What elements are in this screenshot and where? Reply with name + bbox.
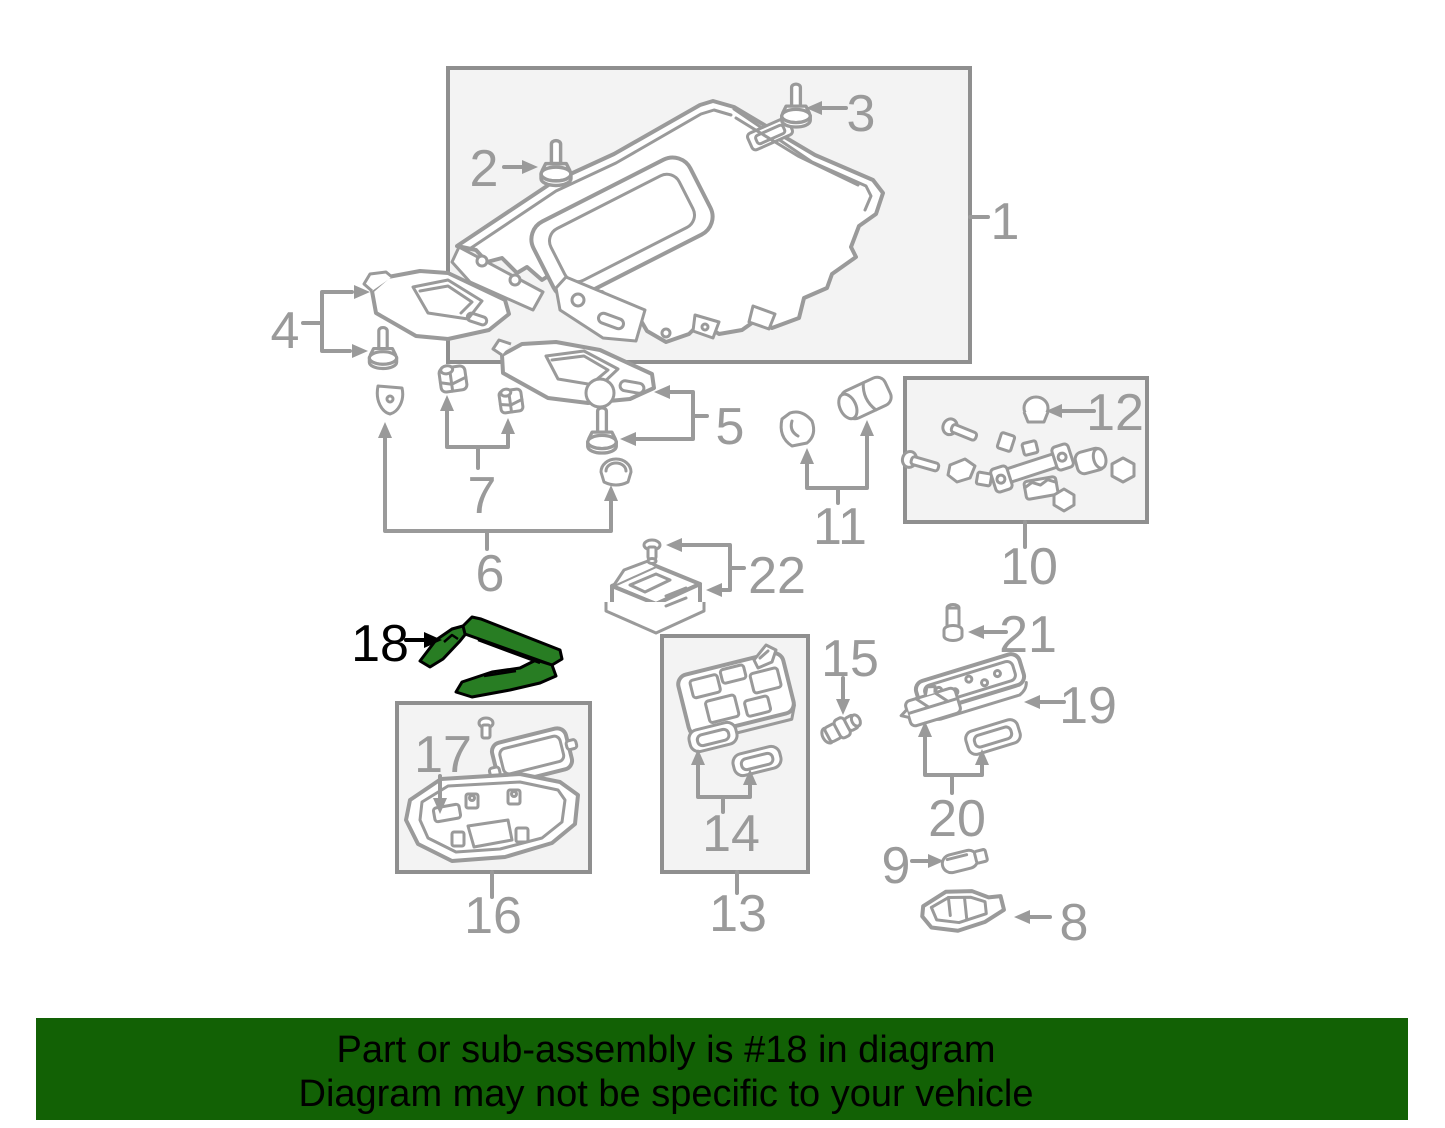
console-screw-16-icon	[477, 716, 495, 740]
sun-visor-right-art	[491, 338, 656, 409]
callout-4-leader	[301, 285, 370, 358]
callout-5-leader	[620, 385, 709, 446]
callout-18-leader	[404, 632, 442, 648]
callout-10-label: 10	[1000, 538, 1058, 596]
bolt-2-icon	[539, 138, 573, 188]
callout-9-leader	[910, 854, 944, 868]
visor-bolt-4-icon	[367, 325, 399, 371]
bulb-9-icon	[940, 848, 989, 875]
callout-11-leader	[800, 420, 874, 505]
callout-4-label: 4	[271, 302, 300, 360]
banner-background	[36, 1018, 1408, 1120]
callout-15-leader	[836, 676, 850, 715]
callout-22-leader	[666, 538, 746, 597]
dome-clip-6b-icon	[599, 457, 633, 487]
callout-6-label: 6	[476, 545, 505, 603]
callout-12-label: 12	[1086, 384, 1144, 442]
callout-7-label: 7	[468, 467, 497, 525]
callout-12-leader	[1046, 404, 1096, 418]
clip-7b-icon	[497, 387, 525, 415]
hook-clip-11a-icon	[779, 410, 816, 448]
callout-5-label: 5	[716, 398, 745, 456]
hardware-kit-art	[900, 395, 1136, 513]
lamp-base-8-art	[920, 889, 1006, 933]
lens-gasket-14a-icon	[687, 720, 739, 754]
callout-20-label: 20	[928, 790, 986, 848]
callout-2-leader	[502, 160, 538, 174]
callout-16-label: 16	[464, 887, 522, 945]
grommet-6a-icon	[375, 384, 405, 416]
roof-headliner-art	[450, 99, 885, 344]
callout-19-label: 19	[1059, 677, 1117, 735]
callout-17-label: 17	[414, 726, 472, 784]
callout-14-label: 14	[702, 805, 760, 863]
banner-line2: Diagram may not be specific to your vehi…	[299, 1073, 1034, 1115]
lamp-gasket-20b-icon	[964, 718, 1022, 756]
lamp-housing-20a-icon	[899, 684, 962, 728]
callout-3-leader	[806, 101, 848, 115]
callout-15-label: 15	[821, 630, 879, 688]
switch-screw-22-icon	[642, 538, 662, 565]
callout-8-label: 8	[1060, 894, 1089, 952]
console-housing-16-art	[404, 772, 580, 863]
callout-18-label-highlighted: 18	[351, 615, 409, 673]
bulb-21-icon	[942, 603, 964, 642]
callout-8-leader	[1014, 910, 1052, 924]
callout-6-leader	[378, 422, 618, 551]
callout-7-leader	[440, 395, 515, 470]
lens-gasket-14b-icon	[731, 744, 783, 778]
visor-bolt-5-icon	[586, 406, 618, 455]
callout-1-label: 1	[991, 193, 1020, 251]
callout-11-label: 11	[813, 498, 867, 556]
sun-visor-left-art	[362, 269, 511, 341]
callout-17-leader	[433, 774, 447, 814]
bolt-3-icon	[780, 82, 812, 129]
callout-20-leader	[918, 721, 989, 795]
clip-7a-icon	[437, 364, 469, 394]
socket-plug-15-icon	[820, 713, 862, 745]
console-clip-13-icon	[752, 643, 778, 670]
callout-9-label: 9	[882, 837, 911, 895]
callout-19-leader	[1024, 695, 1066, 709]
highlighted-part-18-art	[418, 615, 564, 699]
highlight-banner: Part or sub-assembly is #18 in diagram D…	[36, 1018, 1408, 1120]
callout-14-leader	[691, 749, 757, 814]
callout-21-leader	[968, 625, 1008, 639]
callout-3-label: 3	[847, 85, 876, 143]
callout-13-label: 13	[709, 885, 767, 943]
sleeve-clip-11b-icon	[837, 375, 893, 421]
callout-21-label: 21	[999, 606, 1057, 664]
callout-22-label: 22	[748, 547, 806, 605]
overhead-console-13-art	[676, 650, 796, 744]
banner-line1: Part or sub-assembly is #18 in diagram	[337, 1029, 996, 1071]
callout-2-label: 2	[470, 140, 499, 198]
sunroof-switch-art	[604, 559, 706, 635]
